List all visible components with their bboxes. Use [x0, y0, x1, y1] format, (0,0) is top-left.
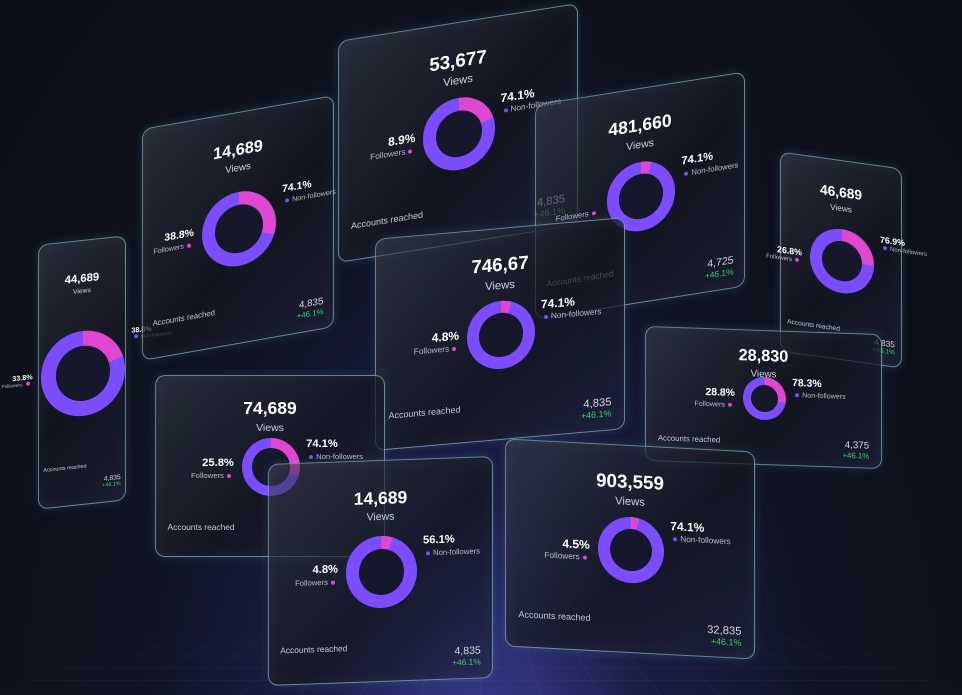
non-followers-dot-icon [503, 108, 508, 114]
audience-donut-chart [423, 92, 495, 175]
accounts-value: 4,835 [454, 644, 481, 658]
followers-label: Followers [413, 343, 450, 357]
change-badge: +46.1% [102, 480, 121, 489]
accounts-reached-label: Accounts reached [280, 643, 348, 656]
accounts-stat: 4,835+46.1% [102, 474, 120, 489]
followers-label: Followers [190, 471, 224, 481]
followers-percent: 25.8% [202, 457, 234, 470]
accounts-stat: 4,375+46.1% [842, 440, 869, 461]
non-followers-legend: Non-followers [670, 534, 731, 546]
accounts-reached-label: Accounts reached [518, 609, 591, 623]
followers-dot-icon [582, 555, 587, 560]
audience-donut-chart [201, 185, 277, 273]
followers-dot-icon [330, 580, 335, 585]
accounts-stat: 4,725+46.1% [705, 254, 734, 281]
non-followers-legend: Non-followers [423, 547, 480, 558]
non-followers-dot-icon [795, 392, 800, 398]
followers-dot-icon [186, 243, 191, 248]
non-followers-dot-icon [426, 551, 431, 556]
followers-label: Followers [694, 399, 725, 410]
non-followers-label: Non-followers [802, 391, 846, 401]
followers-legend: Followers [1, 381, 32, 391]
non-followers-percent: 74.1% [306, 437, 338, 450]
followers-dot-icon [727, 403, 732, 408]
change-badge: +46.1% [710, 635, 742, 648]
accounts-stat: 32,835+46.1% [707, 624, 741, 648]
non-followers-percent: 78.3% [792, 377, 822, 390]
followers-label: Followers [295, 578, 328, 589]
metric-card[interactable]: 14,689 Views 38.8% Followers 74.1% Non-f… [142, 95, 336, 361]
accounts-value: 4,375 [844, 440, 870, 452]
non-followers-dot-icon [684, 171, 689, 177]
followers-percent: 4.8% [431, 328, 460, 345]
audience-donut-chart [467, 298, 535, 372]
followers-label: Followers [370, 146, 406, 162]
non-followers-dot-icon [543, 314, 548, 320]
non-followers-label: Non-followers [890, 246, 927, 259]
metric-card[interactable]: 746,67 Views 4.8% Followers 74.1% Non-fo… [375, 217, 625, 451]
audience-donut-chart [345, 535, 417, 609]
accounts-reached-label: Accounts reached [167, 522, 235, 533]
accounts-reached-label: Accounts reached [388, 404, 461, 422]
change-badge: +46.1% [842, 451, 870, 461]
followers-label: Followers [153, 242, 184, 256]
accounts-reached-label: Accounts reached [657, 433, 721, 445]
audience-donut-chart [742, 376, 787, 421]
followers-dot-icon [591, 210, 596, 216]
followers-percent: 4.5% [562, 535, 590, 552]
accounts-stat: 4,835+46.1% [581, 397, 612, 422]
followers-percent: 4.8% [312, 563, 338, 577]
metric-card[interactable]: 44,689 Views 33.8% Followers 38.8% Non-f… [1, 235, 172, 510]
metric-card[interactable]: 14,689 Views 4.8% Followers 56.1% Non-fo… [268, 456, 493, 686]
non-followers-label: Non-followers [316, 451, 364, 461]
followers-dot-icon [408, 148, 413, 154]
followers-legend: Followers [414, 343, 459, 356]
non-followers-percent: 74.1% [670, 518, 705, 535]
non-followers-legend: Non-followers [792, 391, 846, 401]
non-followers-label: Non-followers [680, 534, 731, 546]
followers-legend: Followers [544, 550, 589, 561]
followers-dot-icon [795, 257, 799, 263]
accounts-stat: 4,835+46.1% [297, 296, 324, 321]
views-value: 74,689 [243, 397, 297, 418]
followers-dot-icon [226, 474, 231, 479]
followers-dot-icon [452, 346, 457, 351]
non-followers-dot-icon [673, 536, 678, 542]
followers-percent: 28.8% [705, 387, 735, 400]
audience-donut-chart [597, 515, 665, 586]
non-followers-label: Non-followers [433, 546, 481, 558]
followers-legend: Followers [295, 578, 338, 588]
accounts-reached-label: Accounts reached [152, 307, 216, 328]
metric-card[interactable]: 903,559 Views 4.5% Followers 74.1% Non-f… [505, 438, 755, 660]
followers-legend: Followers [694, 400, 735, 409]
followers-label: Followers [1, 383, 23, 391]
views-label: Views [256, 421, 284, 434]
accounts-reached-label: Accounts reached [351, 209, 424, 232]
non-followers-dot-icon [285, 197, 290, 203]
followers-dot-icon [25, 381, 30, 387]
followers-legend: Followers [191, 471, 234, 480]
audience-donut-chart [810, 224, 874, 298]
non-followers-dot-icon [309, 454, 314, 459]
accounts-reached-label: Accounts reached [43, 463, 87, 474]
non-followers-percent: 56.1% [423, 533, 455, 547]
change-badge: +46.1% [580, 408, 612, 422]
accounts-stat: 4,835+46.1% [452, 644, 481, 667]
followers-legend: Followers [153, 241, 194, 256]
change-badge: +46.1% [452, 656, 481, 668]
followers-label: Followers [544, 550, 580, 561]
non-followers-dot-icon [134, 334, 139, 339]
non-followers-dot-icon [883, 245, 887, 251]
non-followers-legend: Non-followers [306, 452, 363, 461]
audience-donut-chart [40, 326, 126, 421]
